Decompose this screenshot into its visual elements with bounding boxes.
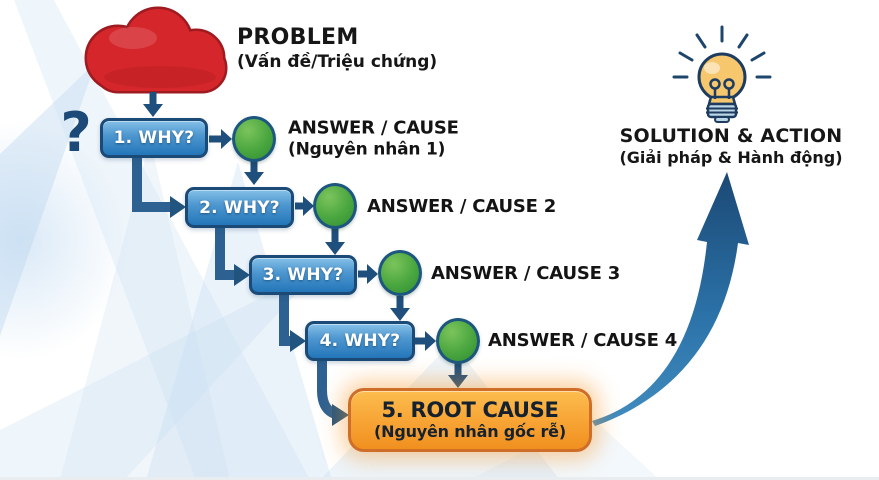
arrow-why2-to-answer-icon [295,196,314,216]
answer-label-1-line2: (Nguyên nhân 1) [288,139,446,160]
answer-node-2 [313,183,357,229]
arrow-answer2-to-why3-icon [325,228,345,255]
elbow-why3-to-why4-icon [279,293,306,352]
why-box-1-label: 1. WHY? [113,128,195,148]
solution-subtitle: (Giải pháp & Hành động) [619,147,843,167]
answer-label-1-line1: ANSWER / CAUSE [288,117,459,139]
why-box-4-label: 4. WHY? [319,331,401,351]
root-cause-subtitle: (Nguyên nhân gốc rễ) [374,422,566,442]
elbow-why1-to-why2-icon [132,156,186,218]
why-box-1: 1. WHY? [100,118,208,158]
why-box-2: 2. WHY? [185,187,294,228]
arrow-why1-to-answer-icon [209,129,232,149]
bottom-edge-strip [0,477,879,480]
problem-cloud-icon [84,6,228,94]
elbow-why4-to-root-icon [317,358,349,426]
problem-subtitle: (Vấn đề/Triệu chứng) [237,52,438,73]
why-box-3-label: 3. WHY? [262,265,344,285]
answer-node-4 [436,318,480,364]
answer-node-3 [378,250,422,296]
arrow-answer1-to-why2-icon [244,161,264,185]
arrow-answer3-to-why4-icon [390,296,410,321]
connector-arrows [143,92,468,388]
arrow-answer4-to-root-icon [448,363,468,388]
solution-lightbulb-icon [672,25,772,123]
elbow-why2-to-why3-icon [215,225,250,286]
answer-node-1 [232,116,276,162]
answer-label-3: ANSWER / CAUSE 3 [431,263,621,285]
answer-label-4: ANSWER / CAUSE 4 [488,330,678,352]
root-cause-box: 5. ROOT CAUSE (Nguyên nhân gốc rễ) [348,388,592,452]
question-mark: ? [60,101,92,164]
swoosh-arrow-root-to-solution-icon [592,172,749,426]
arrow-cloud-to-why1-icon [143,92,163,117]
solution-label: SOLUTION & ACTION (Giải pháp & Hành động… [606,125,856,169]
problem-title: PROBLEM [237,25,359,50]
why-box-4: 4. WHY? [305,321,415,361]
solution-title: SOLUTION & ACTION [619,125,843,147]
answer-label-1: ANSWER / CAUSE (Nguyên nhân 1) [288,118,459,161]
arrow-why3-to-answer-icon [358,264,378,284]
root-cause-title: 5. ROOT CAUSE [381,398,559,423]
elbow-connectors [132,156,349,426]
answer-label-2: ANSWER / CAUSE 2 [367,196,557,218]
problem-label: PROBLEM (Vấn đề/Triệu chứng) [237,25,437,74]
why-box-3: 3. WHY? [249,255,357,295]
why-box-2-label: 2. WHY? [199,197,280,218]
arrow-why4-to-answer-icon [414,331,436,351]
